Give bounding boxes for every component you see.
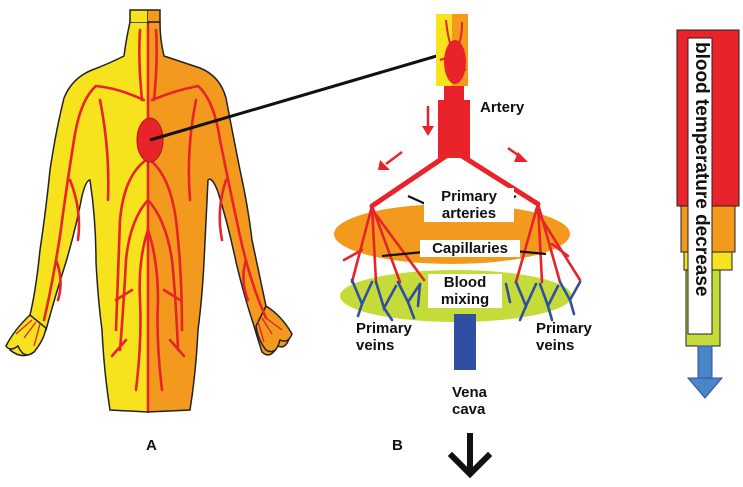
capillaries-label: Capillaries — [420, 240, 520, 257]
vena-cava-line2: cava — [452, 401, 486, 418]
artery-trunk — [438, 100, 470, 148]
neck — [129, 9, 149, 22]
blood-mixing-line1: Blood — [443, 274, 487, 291]
scale-arrowhead — [686, 377, 724, 399]
body-illustration — [5, 9, 293, 413]
panel-a-label: A — [146, 437, 157, 454]
heart-connector-line — [149, 53, 441, 142]
hand-vessels — [15, 317, 283, 347]
neck-right — [148, 9, 161, 23]
primary-veins-left-line1: Primary — [356, 320, 412, 337]
primary-veins-left-label: Primary veins — [356, 320, 412, 354]
primary-arteries-line2: arteries — [441, 205, 497, 222]
primary-arteries-line1: Primary — [441, 188, 497, 205]
vena-cava-line1: Vena — [452, 384, 488, 401]
scale-bar-text: blood temperature decrease — [691, 42, 712, 297]
primary-veins-left-line2: veins — [356, 337, 395, 354]
primary-veins-right-line1: Primary — [536, 320, 592, 337]
primary-arteries — [369, 153, 541, 209]
artery-branches — [342, 202, 582, 284]
primary-arteries-label: Primary arteries — [424, 188, 514, 222]
panel-b-label: B — [392, 437, 403, 454]
temperature-scale — [676, 29, 740, 399]
blood-mixing-line2: mixing — [440, 291, 490, 308]
scale-text-panel — [687, 37, 713, 335]
artery-trunk-top — [444, 86, 464, 100]
down-arrow — [447, 433, 493, 479]
vein-branches — [350, 278, 582, 322]
primary-veins-right-line2: veins — [536, 337, 575, 354]
vena-cava-label: Vena cava — [452, 384, 487, 418]
scale-stem — [697, 345, 713, 379]
artery-label: Artery — [480, 99, 525, 116]
flow-arrows — [378, 106, 528, 170]
blood-vessels — [42, 24, 268, 412]
primary-veins-right-label: Primary veins — [536, 320, 592, 354]
blood-mixing-label: Blood mixing — [428, 274, 502, 308]
heart-inset-heart — [444, 40, 466, 84]
vena-cava — [454, 314, 476, 370]
